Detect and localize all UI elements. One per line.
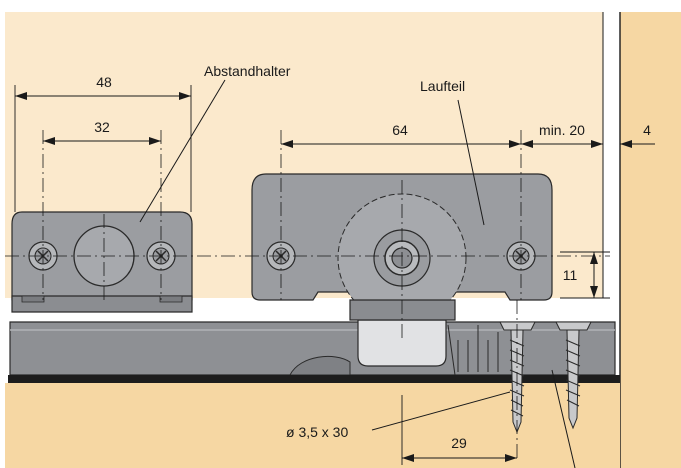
dim-min-20 (521, 140, 603, 148)
dim-29 (402, 454, 517, 462)
screw-head-right (555, 321, 592, 331)
dim-11 (590, 252, 598, 298)
dim-4 (620, 140, 655, 148)
leader-screw (371, 391, 511, 431)
spacer-notches (21, 295, 183, 303)
leader-spacer (139, 79, 226, 223)
screw-label: ø 3,5 x 30 (286, 424, 348, 440)
runner-label: Laufteil (420, 78, 465, 94)
rail-curve (289, 355, 351, 376)
spacer-base (11, 295, 193, 313)
door-panel (620, 12, 681, 468)
runner-plastic-block (357, 319, 447, 367)
leader-rail (551, 369, 576, 468)
dim-64-label: 64 (392, 122, 408, 138)
leader-runner (457, 99, 485, 226)
screw-thread-right (565, 339, 581, 407)
dim-4-label: 4 (643, 122, 651, 138)
spacer-label: Abstandhalter (204, 63, 291, 79)
screw-head-left (499, 321, 536, 331)
black-strip (8, 375, 620, 383)
runner-foot (349, 299, 456, 321)
dim-29-label: 29 (451, 435, 467, 451)
dim-64 (281, 140, 521, 148)
dim-min-20-label: min. 20 (539, 122, 585, 138)
dim-48-label: 48 (96, 74, 112, 90)
dim-48 (15, 92, 191, 100)
dim-32-label: 32 (94, 119, 110, 135)
rail-slots (447, 324, 499, 376)
dim-11-label: 11 (563, 267, 578, 283)
dim-32 (43, 137, 161, 145)
